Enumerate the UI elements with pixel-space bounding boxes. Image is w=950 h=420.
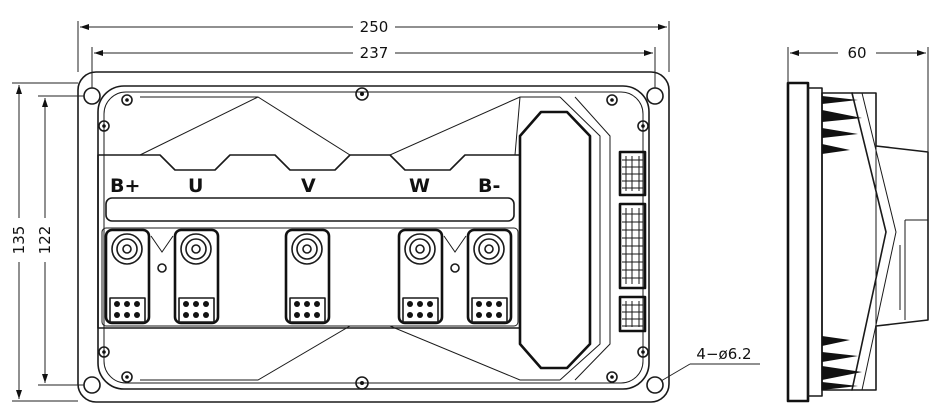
side-fins-bottom xyxy=(822,336,862,390)
front-view: B+ U V W B- xyxy=(77,71,670,403)
dimension-overall-height: 135 xyxy=(10,82,78,402)
signal-connector-middle xyxy=(618,202,647,290)
terminal-post-b-plus xyxy=(104,228,151,325)
side-view xyxy=(786,81,929,403)
terminal-post-b-minus xyxy=(466,228,513,325)
hole-callout-label: 4−ø6.2 xyxy=(696,345,751,363)
terminal-label-b-plus: B+ xyxy=(110,175,140,197)
dimension-bolt-spacing-width: 237 xyxy=(91,44,656,88)
hole-callout: 4−ø6.2 xyxy=(660,345,760,382)
mounting-hole-tr xyxy=(646,87,664,105)
outer-flange xyxy=(77,71,670,403)
signal-connector-top xyxy=(618,150,647,197)
dimension-bolt-spacing-height: 122 xyxy=(36,95,84,386)
terminal-label-v: V xyxy=(301,175,316,197)
dimension-overall-width-label: 250 xyxy=(360,18,389,36)
side-fins-top xyxy=(822,96,862,154)
dimension-side-depth-label: 60 xyxy=(847,44,866,62)
mounting-hole-tl xyxy=(83,87,101,105)
dimension-overall-height-label: 135 xyxy=(10,226,28,255)
perimeter-screws xyxy=(98,87,649,390)
terminal-post-w xyxy=(397,228,444,325)
cover-lines xyxy=(139,96,560,381)
display-window xyxy=(518,110,592,370)
side-housing xyxy=(821,92,929,391)
dimension-side-depth: 60 xyxy=(787,44,929,152)
dimension-overall-width: 250 xyxy=(77,18,670,72)
signal-connector-bottom xyxy=(618,295,647,333)
mounting-holes xyxy=(83,87,664,394)
gasket-ring xyxy=(97,85,650,390)
dimension-bolt-spacing-width-label: 237 xyxy=(360,44,389,62)
mounting-hole-bl xyxy=(83,376,101,394)
terminal-post-u xyxy=(173,228,220,325)
terminal-label-b-minus: B- xyxy=(478,175,500,197)
dimension-bolt-spacing-height-label: 122 xyxy=(36,226,54,255)
side-flange xyxy=(786,81,810,403)
terminal-label-u: U xyxy=(188,175,203,197)
terminal-label-w: W xyxy=(409,175,430,197)
terminal-post-v xyxy=(284,228,331,325)
mounting-hole-br xyxy=(646,376,664,394)
bus-bar xyxy=(105,197,515,222)
